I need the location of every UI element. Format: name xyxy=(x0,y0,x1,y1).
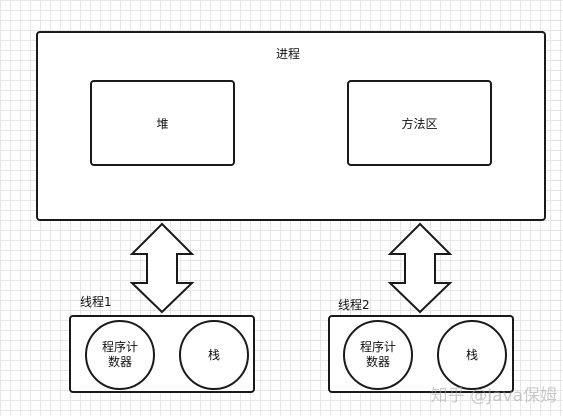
thread2-pc-circle: 程序计 数器 xyxy=(343,320,413,390)
thread1-pc-line2: 数器 xyxy=(107,355,132,369)
thread1-pc-circle: 程序计 数器 xyxy=(85,320,155,390)
thread2-pc-text: 程序计 数器 xyxy=(360,340,396,370)
thread1-pc-text: 程序计 数器 xyxy=(102,340,138,370)
thread2-pc-line2: 数器 xyxy=(365,355,390,369)
heap-box xyxy=(90,80,235,166)
thread1-pc-line1: 程序计 xyxy=(101,340,138,354)
thread2-pc-line1: 程序计 xyxy=(359,340,396,354)
thread2-label: 线程2 xyxy=(338,298,370,312)
process-label: 进程 xyxy=(276,47,301,61)
thread2-stack-circle: 栈 xyxy=(437,320,507,390)
double-arrow-thread2-shape xyxy=(387,222,453,314)
double-arrow-thread1-shape xyxy=(129,222,195,314)
watermark: 知乎 @Java保姆 xyxy=(430,386,557,406)
thread1-stack-circle: 栈 xyxy=(179,320,249,390)
thread1-label: 线程1 xyxy=(80,295,112,309)
thread1-stack-label: 栈 xyxy=(207,347,220,362)
thread2-stack-label: 栈 xyxy=(465,347,478,362)
method-area-label: 方法区 xyxy=(401,116,438,131)
heap-label: 堆 xyxy=(156,116,169,131)
method-area-box xyxy=(347,80,492,166)
